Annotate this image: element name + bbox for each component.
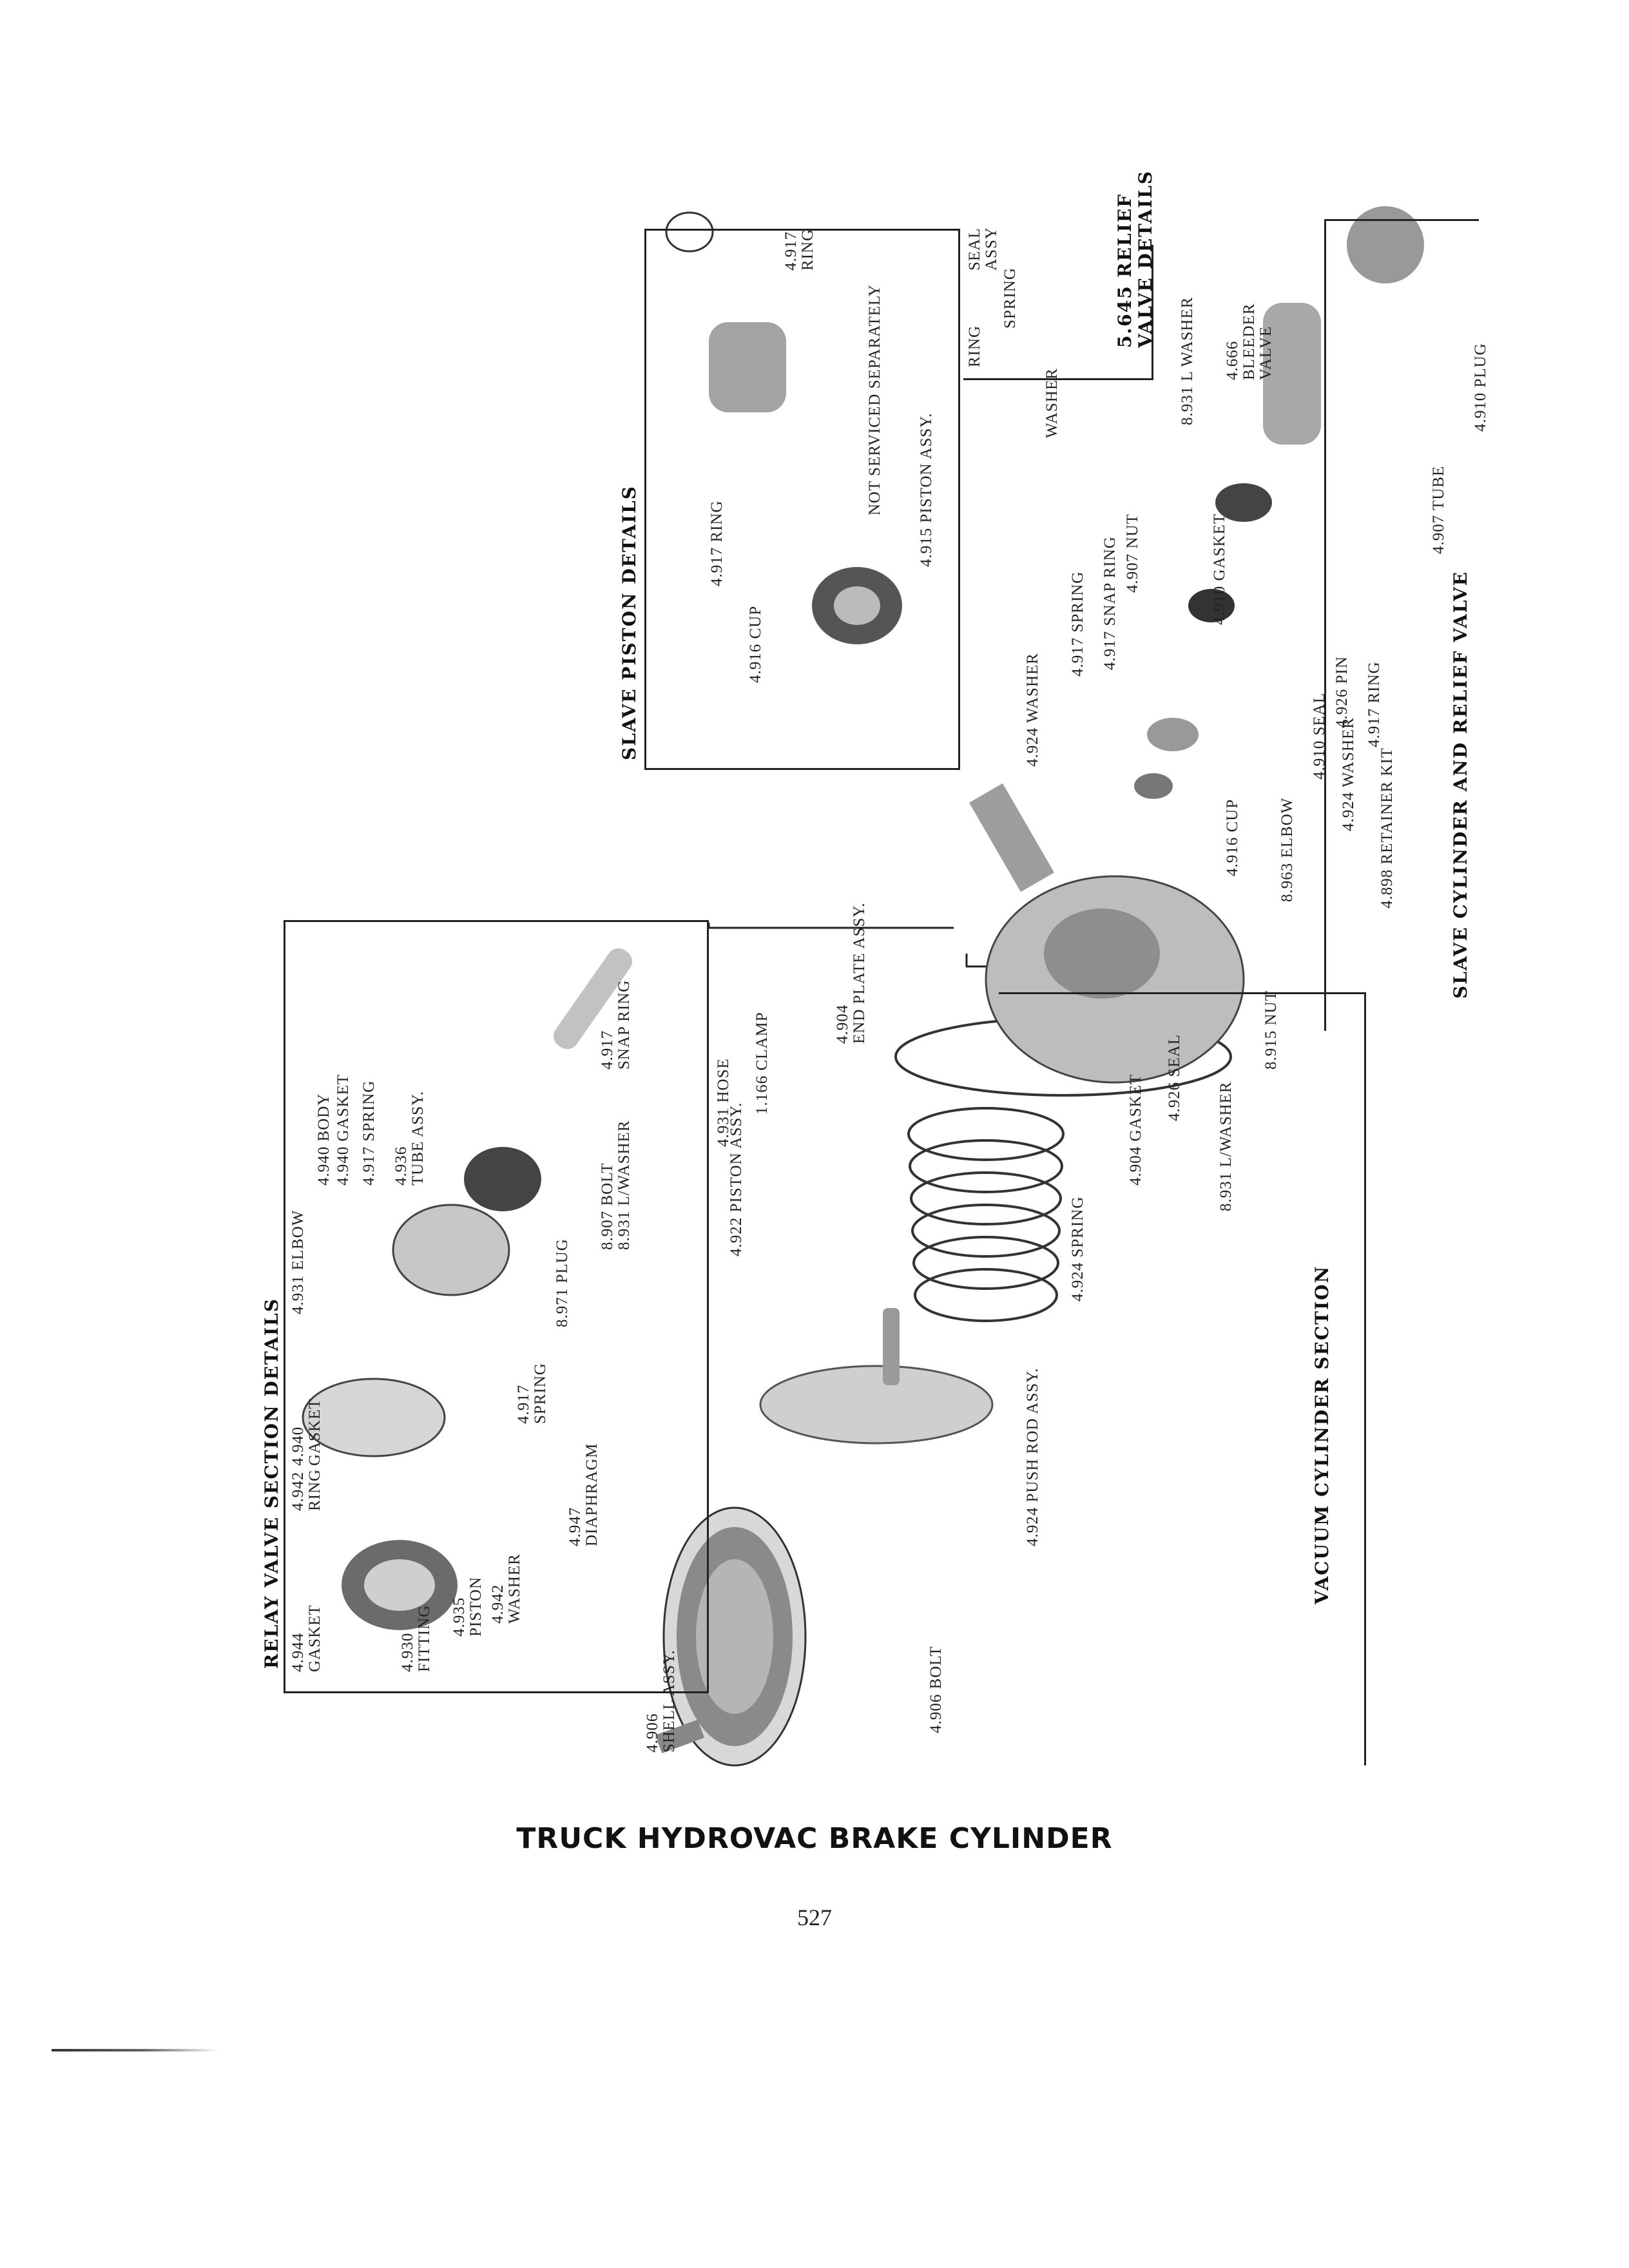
label-4904-end-plate: 4.904 END PLATE ASSY. xyxy=(834,902,868,1044)
label-4906-bolt: 4.906 BOLT xyxy=(927,1646,945,1733)
label-4666-bleeder: 4.666 BLEEDER VALVE xyxy=(1224,303,1275,381)
label-4917-spring-sc: 4.917 SPRING xyxy=(1069,571,1086,677)
label-4931-elbow: 4.931 ELBOW xyxy=(289,1209,307,1314)
label-4917-ring: 4.917 RING xyxy=(708,500,726,586)
label-4907-tube: 4.907 TUBE xyxy=(1430,465,1447,554)
shell-assy-part xyxy=(655,1506,807,1767)
label-4924-washer-b: 4.924 WASHER xyxy=(1340,717,1357,831)
label-4917-spring-a: 4.917 SPRING xyxy=(360,1080,378,1186)
label-4917-spring-b: 4.917 SPRING xyxy=(515,1363,549,1424)
label-4910-plug: 4.910 PLUG xyxy=(1472,343,1489,432)
slave-cylinder-parts xyxy=(1134,206,1424,799)
page-number: 527 xyxy=(797,1905,832,1930)
label-4935-piston: 4.935 PISTON xyxy=(450,1576,485,1637)
end-plate-part xyxy=(969,783,1245,1084)
label-4924-push-rod: 4.924 PUSH ROD ASSY. xyxy=(1024,1367,1041,1546)
spring-part xyxy=(907,1107,1065,1322)
label-4942-ring: 4.942 RING xyxy=(289,1468,323,1511)
label-4907-nut: 4.907 NUT xyxy=(1124,514,1141,593)
label-4924-washer-a: 4.924 WASHER xyxy=(1024,653,1041,767)
label-4917-snap-ring: 4.917 SNAP RING xyxy=(599,979,633,1070)
relay-connector-line xyxy=(708,923,954,929)
label-4917-snap-ring-sc: 4.917 SNAP RING xyxy=(1101,536,1119,670)
label-4917-ring-top: 4.917 RING xyxy=(782,228,816,271)
relay-valve-parts xyxy=(302,948,632,1630)
piston-assy-part xyxy=(759,1308,994,1445)
label-4904-gasket: 4.904 GASKET xyxy=(1127,1073,1144,1186)
label-relief-ring: RING xyxy=(966,325,983,367)
label-4910-gasket: 4.910 GASKET xyxy=(1211,513,1228,625)
slave-piston-box xyxy=(644,229,960,770)
label-4940-body: 4.940 BODY xyxy=(315,1093,333,1186)
label-8971-plug: 8.971 PLUG xyxy=(554,1238,571,1327)
rotated-diagram: RELAY VALVE SECTION DETAILS 4.944 GASKET… xyxy=(0,170,1629,1830)
label-relief-spring: SPRING xyxy=(1001,267,1019,329)
label-4916-cup: 4.916 CUP xyxy=(747,605,764,683)
label-4922-piston: 4.922 PISTON ASSY. xyxy=(728,1102,745,1256)
label-4926-seal: 4.926 SEAL xyxy=(1166,1034,1183,1121)
label-4917-ring-sc: 4.917 RING xyxy=(1365,661,1383,747)
relay-valve-heading: RELAY VALVE SECTION DETAILS xyxy=(261,1298,282,1669)
label-8931-l-washer-vc: 8.931 L/WASHER xyxy=(1217,1081,1235,1212)
label-4898-retainer: 4.898 RETAINER KIT xyxy=(1378,747,1396,908)
parts-illustration xyxy=(302,206,1424,1767)
label-4940-gasket-b: 4.940 GASKET xyxy=(334,1073,352,1186)
slave-piston-parts xyxy=(665,211,902,644)
page-title: TRUCK HYDROVAC BRAKE CYLINDER xyxy=(516,1822,1113,1855)
label-relief-seal: SEAL ASSY xyxy=(966,227,1000,271)
label-8963-elbow: 8.963 ELBOW xyxy=(1278,797,1296,902)
label-4947-diaphragm: 4.947 DIAPHRAGM xyxy=(566,1443,601,1546)
relief-valve-heading: 5.645 RELIEF VALVE DETAILS xyxy=(1114,169,1156,348)
label-relief-washer: WASHER xyxy=(1043,368,1061,438)
slave-piston-heading: SLAVE PISTON DETAILS xyxy=(619,485,640,760)
label-4936-tube: 4.936 TUBE ASSY. xyxy=(392,1090,427,1186)
scan-smudge xyxy=(52,2049,219,2052)
label-4944-gasket: 4.944 GASKET xyxy=(289,1604,323,1672)
label-8907-bolt: 8.907 BOLT 8.931 L/WASHER xyxy=(599,1120,633,1251)
label-4942-washer: 4.942 WASHER xyxy=(489,1553,523,1624)
label-8931-l-washer: 8.931 L WASHER xyxy=(1179,296,1196,425)
label-4924-spring: 4.924 SPRING xyxy=(1069,1196,1086,1302)
label-4906-shell: 4.906 SHELL ASSY. xyxy=(644,1649,678,1753)
label-8915-nut: 8.915 NUT xyxy=(1262,990,1280,1070)
label-4930-fitting: 4.930 FITTING xyxy=(399,1604,433,1672)
label-1166-clamp: 1.166 CLAMP xyxy=(753,1012,771,1115)
label-4915-piston: 4.915 PISTON ASSY. xyxy=(918,412,935,567)
vacuum-cylinder-heading: VACUUM CYLINDER SECTION xyxy=(1311,1265,1333,1604)
label-4940-gasket-a: 4.940 GASKET xyxy=(289,1398,323,1466)
label-4910-seal: 4.910 SEAL xyxy=(1311,693,1328,780)
label-4916-cup-sc: 4.916 CUP xyxy=(1224,798,1241,876)
slave-cylinder-heading: SLAVE CYLINDER AND RELIEF VALVE xyxy=(1450,570,1471,999)
label-not-serviced: NOT SERVICED SEPARATELY xyxy=(866,284,883,515)
